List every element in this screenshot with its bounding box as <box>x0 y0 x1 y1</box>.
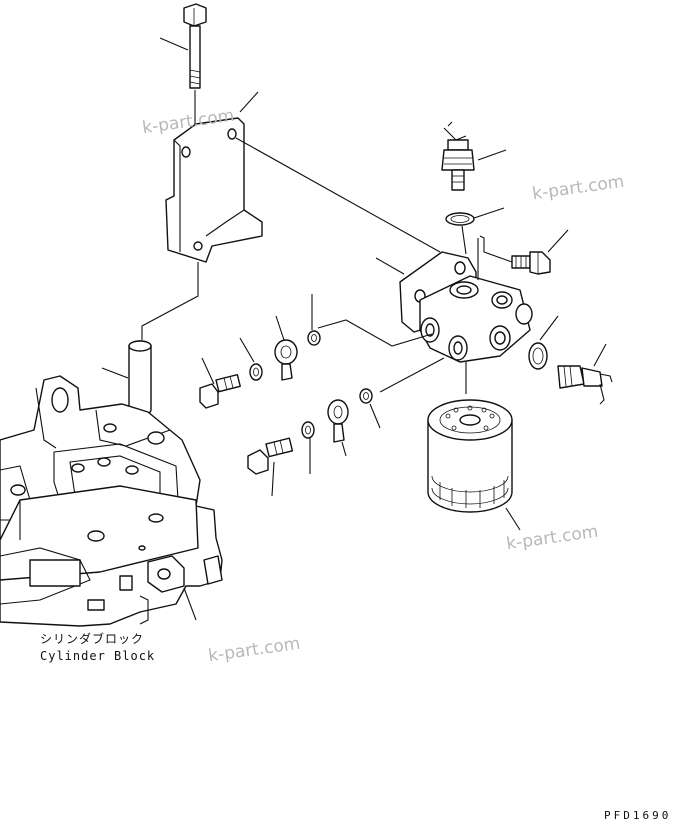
hollow-bolt-lower <box>247 437 294 475</box>
leader-line <box>159 37 189 51</box>
gasket-washer <box>301 421 315 439</box>
mounting-bracket <box>165 117 263 263</box>
filter-head <box>399 251 533 363</box>
temperature-switch <box>557 365 613 405</box>
leader-line <box>239 337 255 363</box>
leader-line <box>341 441 347 457</box>
leader-line <box>593 343 607 367</box>
bracket-to-sleeve-line <box>141 262 199 340</box>
leader-line <box>275 315 285 341</box>
gasket-washer <box>307 330 321 346</box>
bolt-to-head-line <box>479 235 513 263</box>
leader-line <box>473 207 505 219</box>
sealing-washer <box>445 212 475 226</box>
bracket-to-head-line <box>235 137 441 253</box>
hollow-bolt-upper <box>199 373 241 409</box>
sealing-washer <box>528 342 548 370</box>
banjo-fitting-upper <box>274 339 298 381</box>
flange-bolt <box>511 251 551 275</box>
head-to-lower-washer-line <box>379 357 445 393</box>
leader-line <box>271 461 275 497</box>
banjo-fitting-lower <box>327 399 349 443</box>
spacer-sleeve <box>128 340 152 416</box>
long-bolt <box>183 3 207 89</box>
leader-line <box>375 257 405 275</box>
gasket-washer <box>249 363 263 381</box>
cylinder-block-label-jp: シリンダブロック <box>40 632 145 646</box>
oil-filter-cartridge <box>427 399 513 513</box>
gasket-washer <box>359 388 373 404</box>
cylinder-block-label-en: Cylinder Block <box>40 649 156 663</box>
leader-line <box>547 229 569 253</box>
leader-line <box>369 403 381 429</box>
cylinder-block <box>0 375 223 627</box>
pressure-sensor <box>441 121 475 191</box>
leader-line <box>539 315 559 341</box>
leader-line <box>101 367 129 379</box>
leader-line <box>201 357 215 385</box>
head-to-washer-left-line <box>317 319 433 347</box>
leader-line <box>477 149 507 161</box>
leader-line <box>505 507 521 531</box>
head-to-washer-line <box>461 225 467 255</box>
drawing-code: PFD1690 <box>604 809 672 822</box>
leader-line <box>239 91 259 113</box>
